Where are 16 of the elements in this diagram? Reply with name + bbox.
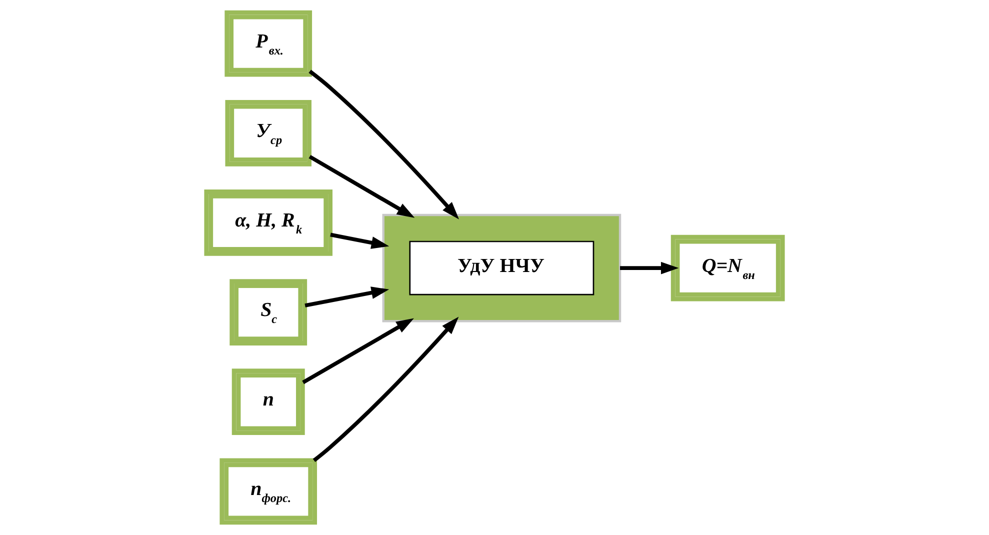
arrow bbox=[620, 262, 679, 274]
node-box: n$_{форс.}$ bbox=[220, 458, 318, 525]
cluster bbox=[382, 214, 622, 322]
arrow bbox=[312, 316, 459, 462]
arrow bbox=[308, 70, 460, 220]
node-box: n bbox=[232, 368, 305, 436]
node-box: Q=N$_{вн}$ bbox=[670, 234, 785, 302]
node-box: α, H, R$_{k}$ bbox=[204, 190, 332, 256]
arrow bbox=[330, 232, 390, 249]
node-box: У$_{ср}$ bbox=[225, 100, 312, 166]
arrow bbox=[304, 286, 390, 308]
arrow bbox=[302, 318, 414, 384]
node-box: P$_{вх.}$ bbox=[224, 10, 312, 77]
arrow bbox=[308, 154, 415, 218]
node-box: S$_{c}$ bbox=[230, 279, 308, 346]
node-box: УдУ НЧУ bbox=[409, 240, 594, 296]
